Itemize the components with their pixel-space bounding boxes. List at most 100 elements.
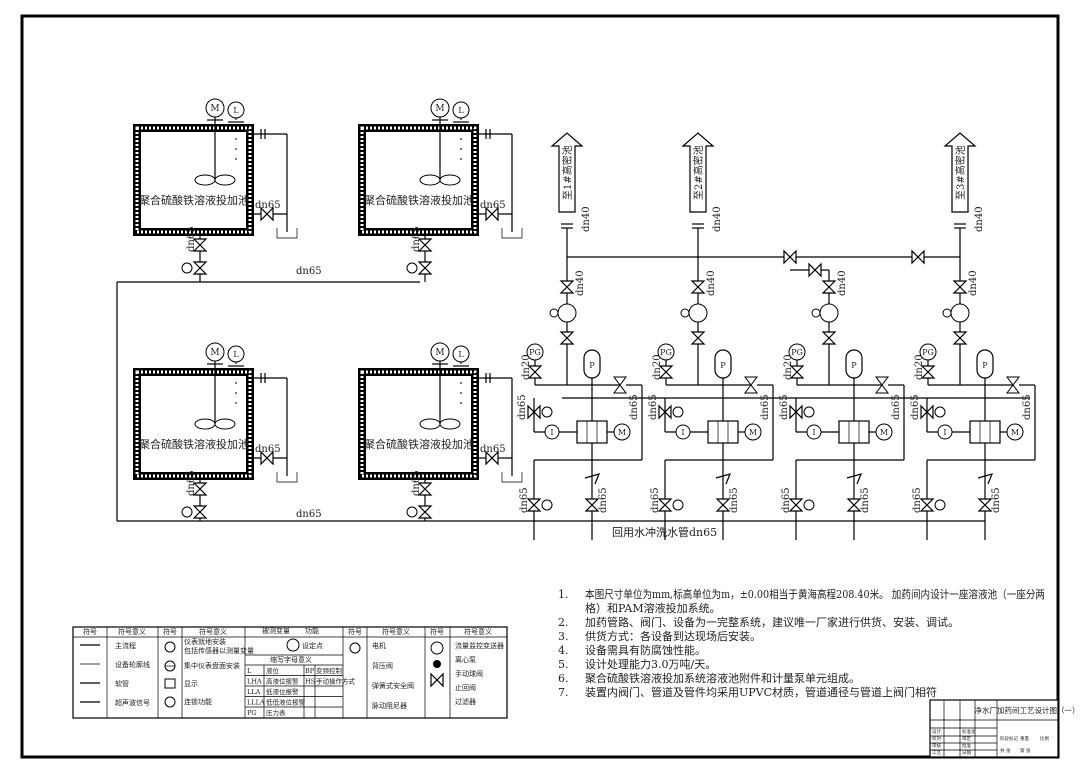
destination-label: 至1#高密池 xyxy=(561,145,574,200)
ball-valve-icon xyxy=(417,482,433,496)
instrument-letter: M xyxy=(880,428,888,437)
instrument-symbol-icon xyxy=(286,638,300,652)
interlock-icon xyxy=(164,696,176,708)
motor-icon: M xyxy=(205,98,225,118)
instrument-circle xyxy=(672,406,684,418)
gauge-icon xyxy=(541,406,553,418)
instrument-circle xyxy=(406,262,418,274)
instrument-circle xyxy=(430,98,450,118)
instrument-letter: PG xyxy=(529,348,541,357)
dn-label: dn40 xyxy=(706,270,717,296)
gauge-icon xyxy=(803,406,815,418)
ball-valve-icon xyxy=(417,505,433,519)
instrument-circle xyxy=(675,424,691,440)
instrument-letter: PG xyxy=(922,348,934,357)
instrument-letter: P xyxy=(720,361,726,370)
instrument-circle xyxy=(549,308,559,318)
legend-text: 主流程 xyxy=(115,641,136,650)
level-meter-icon: L xyxy=(227,345,245,363)
legend-text: 超声波信号 xyxy=(115,698,150,707)
legend-text: 止回阀 xyxy=(455,683,476,692)
instrument-circle xyxy=(875,423,893,441)
ball-valve-icon xyxy=(920,404,934,420)
dn-label: dn65 xyxy=(411,226,422,252)
instrument-letter: I xyxy=(812,428,815,437)
legend-text: LLA xyxy=(247,688,261,696)
dn-label: dn65 xyxy=(186,226,197,252)
instrument-circle xyxy=(544,424,560,440)
motor-icon xyxy=(349,642,361,654)
impeller-icon xyxy=(214,174,236,186)
instrument-circle xyxy=(672,499,684,511)
instrument-circle xyxy=(950,303,970,323)
ball-valve-icon xyxy=(920,365,936,379)
instrument-circle xyxy=(286,638,300,652)
instrument-letter: L xyxy=(233,350,239,359)
legend-text: LHA xyxy=(247,678,262,686)
gauge-icon xyxy=(934,499,946,511)
dn-label: dn20 xyxy=(783,354,794,380)
ball-valve-icon xyxy=(821,331,837,345)
note-text: 聚合硫酸铁溶液投加系统溶液池附件和计量泵单元组成。 xyxy=(585,671,860,685)
ball-valve-icon xyxy=(846,498,862,512)
dn-label: dn65 xyxy=(255,444,281,455)
dn-label: dn65 xyxy=(760,394,771,420)
dn-label: dn40 xyxy=(968,270,979,296)
instrument-circle xyxy=(744,423,762,441)
instrument-letter: PG xyxy=(791,348,803,357)
legend-text: 设定点 xyxy=(302,641,323,650)
legend-text: 流量监控变送器 xyxy=(455,641,504,650)
note-text: 装置内阀门、管道及管件均采用UPVC材质，管道通径与管道上阀门相符 xyxy=(585,685,937,699)
dn-label: dn65 xyxy=(991,487,1002,513)
title-block-cell: 校对 xyxy=(932,735,941,742)
ball-valve-icon xyxy=(192,482,208,496)
dn-label: dn65 xyxy=(648,394,659,420)
legend-header: 功能 xyxy=(305,626,319,635)
instrument-circle xyxy=(613,423,631,441)
legend-header: 符号 xyxy=(163,627,177,636)
note-text: 本图尺寸单位为mm,标高单位为m，±0.00相当于黄海高程208.40米。 加药… xyxy=(585,587,1045,601)
dn-label: dn65 xyxy=(1022,394,1033,420)
drawing-title: 净水厂加药间工艺设计图（一） xyxy=(975,705,1080,715)
flow-transmitter-icon xyxy=(430,641,444,655)
instrument-circle xyxy=(526,343,544,361)
dn-label: dn65 xyxy=(519,487,530,513)
safety-valve-icon xyxy=(875,376,889,394)
instrument-letter: P xyxy=(851,361,857,370)
ball-valve-icon xyxy=(526,498,542,512)
ball-valve-icon xyxy=(260,450,274,466)
ball-valve-icon xyxy=(690,331,706,345)
dn-label: dn65 xyxy=(629,394,640,420)
instrument-circle xyxy=(164,641,176,653)
gauge-icon xyxy=(541,499,553,511)
flowmeter-icon xyxy=(819,303,839,323)
ball-valve-icon xyxy=(485,450,499,466)
instrument-letter: I xyxy=(943,428,946,437)
gauge-icon xyxy=(406,262,418,274)
instrument-circle xyxy=(406,506,418,518)
dn-label: dn40 xyxy=(575,270,586,296)
legend-text: 离心泵 xyxy=(455,655,476,664)
instrument-letter: M xyxy=(618,428,626,437)
ball-valve-icon xyxy=(417,238,433,252)
dn-label: dn65 xyxy=(296,266,322,277)
gauge-icon xyxy=(803,499,815,511)
pulsation-damper-icon xyxy=(976,349,994,379)
tank-wall xyxy=(358,368,479,480)
check-valve-icon xyxy=(846,473,863,485)
ball-valve-icon xyxy=(789,404,803,420)
ball-valve-icon xyxy=(485,206,499,222)
legend-text: 包括传感器以测量变量 xyxy=(184,646,254,655)
title-block-cell: 工艺 xyxy=(932,750,941,756)
level-meter-icon: L xyxy=(452,345,470,363)
legend-text: 低低液位报警 xyxy=(266,698,306,707)
instrument-circle xyxy=(349,642,361,654)
instrument-circle xyxy=(934,499,946,511)
level-meter-icon: L xyxy=(452,101,470,119)
ball-valve-icon xyxy=(788,498,804,512)
title-block xyxy=(929,699,1059,758)
legend-border xyxy=(72,626,508,719)
indicator-icon: I xyxy=(806,424,822,440)
display-icon xyxy=(164,678,176,689)
